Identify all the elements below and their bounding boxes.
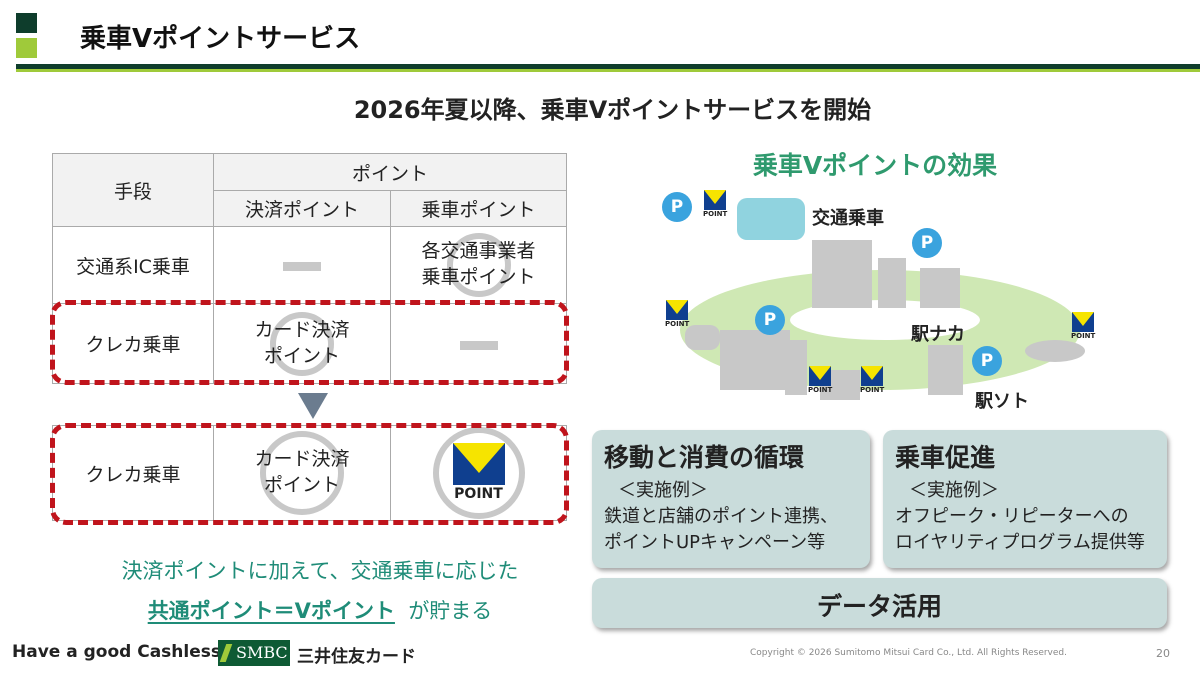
copyright: Copyright © 2026 Sumitomo Mitsui Card Co… <box>750 648 1067 658</box>
table-row: クレカ乗車 カード決済 ポイント <box>52 303 567 384</box>
train-icon <box>737 198 805 240</box>
box-title: 乗車促進 <box>895 443 996 472</box>
effect-illustration: P P P P POINT POINT POINT POINT POINT 交通… <box>640 180 1120 420</box>
ring-mark <box>432 427 525 519</box>
vpoint-icon: POINT <box>808 366 832 396</box>
p-point-icon: P <box>912 228 942 258</box>
slide-subtitle: 2026年夏以降、乗車Vポイントサービスを開始 <box>353 96 872 124</box>
shop-icon <box>920 268 960 308</box>
box-example: ＜実施例＞ <box>909 480 999 501</box>
cell-ride-text: 各交通事業者 乗車ポイント <box>421 240 536 288</box>
highlight-dashed-box <box>50 300 569 385</box>
summary-rest: が貯まる <box>408 599 493 623</box>
header-divider <box>16 64 1200 69</box>
building-icon <box>785 340 807 395</box>
header-square-light <box>16 38 37 58</box>
station-building-icon <box>812 240 872 308</box>
points-table-new: クレカ乗車 カード決済 ポイント POINT <box>52 425 567 521</box>
label-transit: 交通乗車 <box>812 208 884 229</box>
company-logo: 三井住友カード <box>297 647 416 667</box>
cell-payment-text: カード決済 ポイント <box>254 448 350 496</box>
table-row: 交通系IC乗車 各交通事業者 乗車ポイント <box>52 226 567 304</box>
cell-payment: カード決済 ポイント <box>213 303 391 384</box>
vpoint-icon: POINT <box>860 366 884 396</box>
footer-tagline: Have a good Cashless. <box>12 642 228 662</box>
points-table: 手段ポイント 決済ポイント乗車ポイント 交通系IC乗車 各交通事業者 乗車ポイン… <box>52 153 567 384</box>
effect-title: 乗車Vポイントの効果 <box>752 151 998 180</box>
cell-ride-vpoint: POINT <box>390 425 567 521</box>
cell-ride-none <box>390 303 567 384</box>
ring-mark <box>270 311 334 376</box>
vpoint-logo: POINT <box>452 442 505 504</box>
summary-emphasis: 共通ポイント＝Vポイント <box>147 599 395 623</box>
p-point-icon: P <box>972 346 1002 376</box>
p-point-icon: P <box>662 192 692 222</box>
box-desc: オフピーク・リピーターへの ロイヤリティプログラム提供等 <box>895 506 1145 554</box>
cell-payment-none <box>213 226 391 304</box>
header-point: ポイント <box>213 153 567 191</box>
page-title: 乗車Vポイントサービス <box>80 24 361 54</box>
box-example: ＜実施例＞ <box>618 480 708 501</box>
summary-line-1: 決済ポイントに加えて、交通乗車に応じた <box>121 559 519 583</box>
highlight-dashed-box <box>50 423 569 525</box>
label-inside-station: 駅ナカ <box>911 324 965 345</box>
effect-box-circulation: 移動と消費の循環 ＜実施例＞ 鉄道と店舗のポイント連携、 ポイントUPキャンペー… <box>592 430 870 568</box>
data-utilization-box: データ活用 <box>592 578 1167 628</box>
header-divider-accent <box>16 69 1200 72</box>
ring-mark <box>446 233 511 297</box>
ring-mark <box>260 431 344 515</box>
box-title: 移動と消費の循環 <box>604 443 805 472</box>
effect-box-ridership: 乗車促進 ＜実施例＞ オフピーク・リピーターへの ロイヤリティプログラム提供等 <box>883 430 1167 568</box>
header-ride: 乗車ポイント <box>390 190 567 227</box>
vpoint-icon: POINT <box>703 190 727 220</box>
burger-icon <box>685 325 720 350</box>
vpoint-icon: POINT <box>1071 312 1095 342</box>
none-dash <box>459 340 498 350</box>
box-desc: 鉄道と店舗のポイント連携、 ポイントUPキャンペーン等 <box>604 506 838 554</box>
none-dash <box>283 262 321 271</box>
smbc-logo-text: SMBC <box>236 643 288 662</box>
station-building-icon <box>878 258 906 308</box>
down-arrow-icon <box>298 393 328 419</box>
cell-ride: 各交通事業者 乗車ポイント <box>390 226 567 304</box>
header-square-dark <box>16 13 37 33</box>
summary-line-2: 共通ポイント＝Vポイント が貯まる <box>60 595 580 625</box>
cell-means: クレカ乗車 <box>52 425 214 521</box>
header-means: 手段 <box>52 153 214 227</box>
table-row: クレカ乗車 カード決済 ポイント POINT <box>52 425 567 521</box>
vpoint-logo-text: POINT <box>454 485 503 502</box>
p-point-icon: P <box>755 305 785 335</box>
building-icon <box>720 330 790 390</box>
building-icon <box>928 345 963 395</box>
cell-payment: カード決済 ポイント <box>213 425 391 521</box>
header-payment: 決済ポイント <box>213 190 391 227</box>
smbc-logo: SMBC <box>218 640 290 666</box>
dining-icon <box>1025 340 1085 362</box>
smbc-leaf-icon <box>219 644 233 662</box>
label-outside-station: 駅ソト <box>975 391 1029 412</box>
vpoint-icon: POINT <box>665 300 689 330</box>
cell-means: 交通系IC乗車 <box>52 226 214 304</box>
cell-payment-text: カード決済 ポイント <box>254 318 350 367</box>
page-number: 20 <box>1156 647 1170 660</box>
